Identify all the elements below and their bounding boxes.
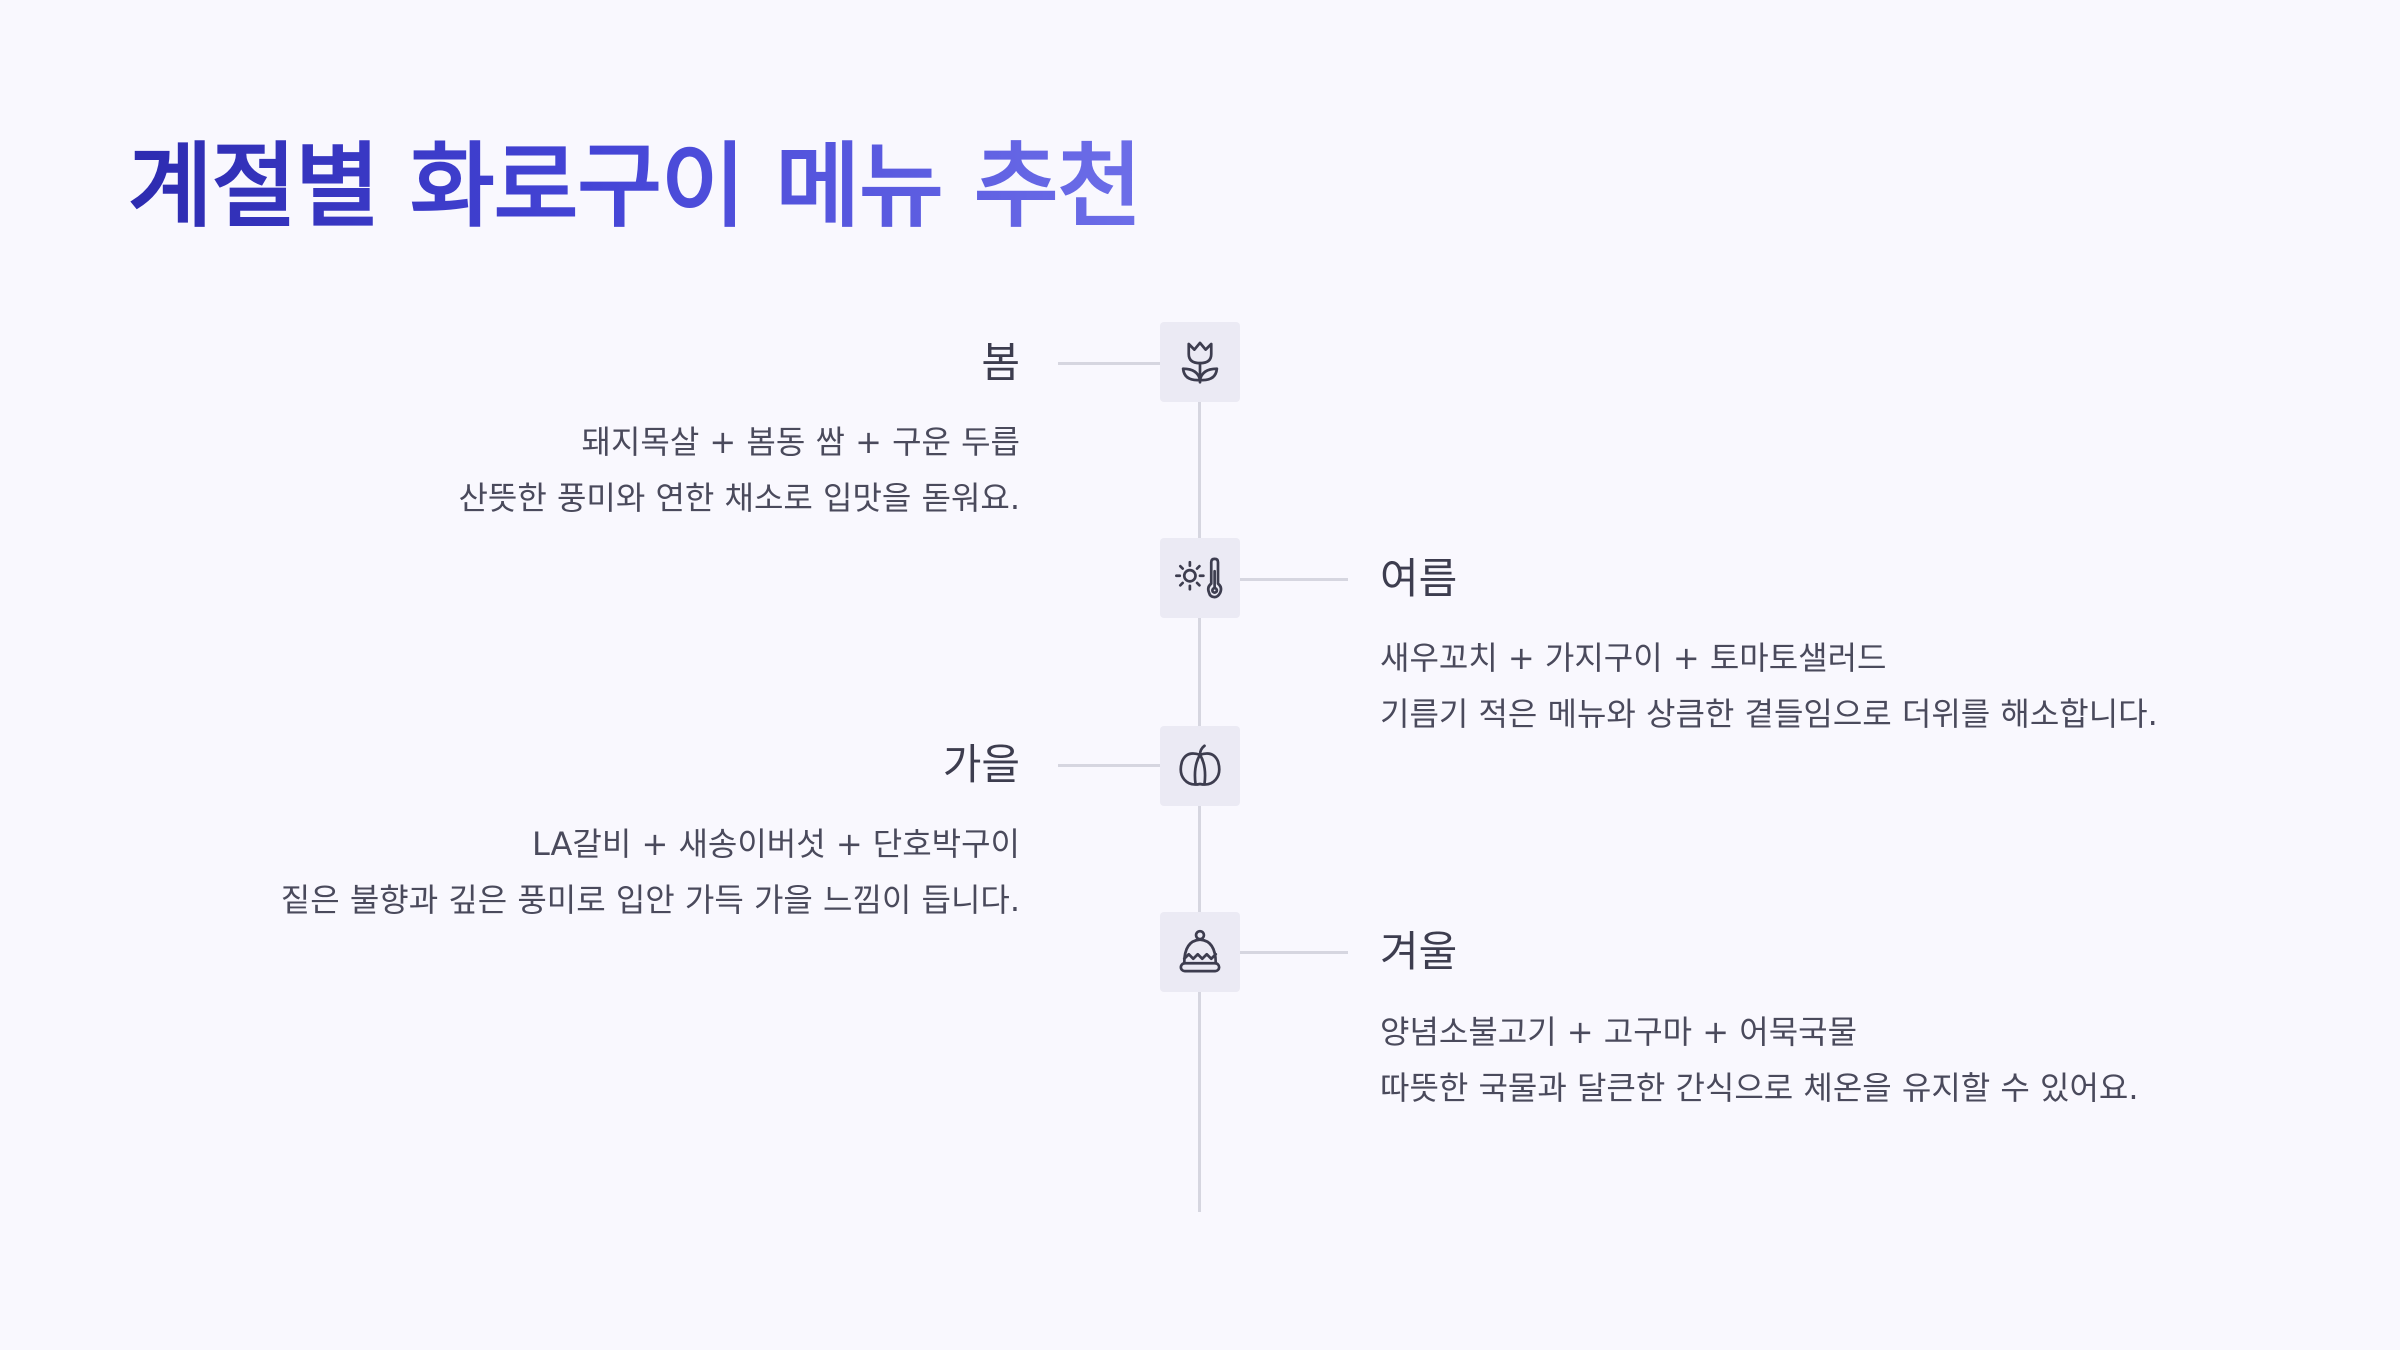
season-desc-winter: 양념소불고기 + 고구마 + 어묵국물 따뜻한 국물과 달큰한 간식으로 체온을… [1380, 1004, 2139, 1116]
winter-hat-icon [1179, 929, 1221, 973]
season-description-autumn: 짙은 불향과 깊은 풍미로 입안 가득 가을 느낌이 듭니다. [280, 881, 1020, 919]
season-description-spring: 산뜻한 풍미와 연한 채소로 입맛을 돋워요. [458, 479, 1020, 517]
page-title: 계절별 화로구이 메뉴 추천 [128, 132, 1142, 242]
season-menu-autumn: LA갈비 + 새송이버섯 + 단호박구이 [531, 825, 1020, 863]
season-name-spring: 봄 [981, 338, 1020, 387]
season-description-winter: 따뜻한 국물과 달큰한 간식으로 체온을 유지할 수 있어요. [1380, 1069, 2139, 1107]
node-summer [1160, 538, 1240, 618]
season-name-winter: 겨울 [1380, 927, 1458, 976]
season-menu-winter: 양념소불고기 + 고구마 + 어묵국물 [1380, 1013, 1858, 1051]
connector-summer [1240, 578, 1348, 581]
season-desc-summer: 새우꼬치 + 가지구이 + 토마토샐러드 기름기 적은 메뉴와 상큼한 곁들임으… [1380, 630, 2158, 742]
season-name-autumn: 가을 [942, 740, 1020, 789]
node-spring [1160, 322, 1240, 402]
season-name-summer: 여름 [1380, 554, 1458, 603]
season-menu-spring: 돼지목살 + 봄동 쌈 + 구운 두릅 [581, 423, 1021, 461]
pumpkin-icon [1179, 744, 1221, 786]
connector-spring [1058, 362, 1166, 365]
season-desc-autumn: LA갈비 + 새송이버섯 + 단호박구이 짙은 불향과 깊은 풍미로 입안 가득… [281, 816, 1020, 928]
season-desc-spring: 돼지목살 + 봄동 쌈 + 구운 두릅 산뜻한 풍미와 연한 채소로 입맛을 돋… [458, 414, 1020, 526]
node-autumn [1160, 726, 1240, 806]
sun-thermometer-icon [1175, 557, 1223, 599]
node-winter [1160, 912, 1240, 992]
tulip-icon [1181, 341, 1219, 384]
season-menu-summer: 새우꼬치 + 가지구이 + 토마토샐러드 [1380, 639, 1887, 677]
connector-autumn [1058, 764, 1166, 767]
season-description-summer: 기름기 적은 메뉴와 상큼한 곁들임으로 더위를 해소합니다. [1380, 695, 2158, 733]
connector-winter [1240, 951, 1348, 954]
